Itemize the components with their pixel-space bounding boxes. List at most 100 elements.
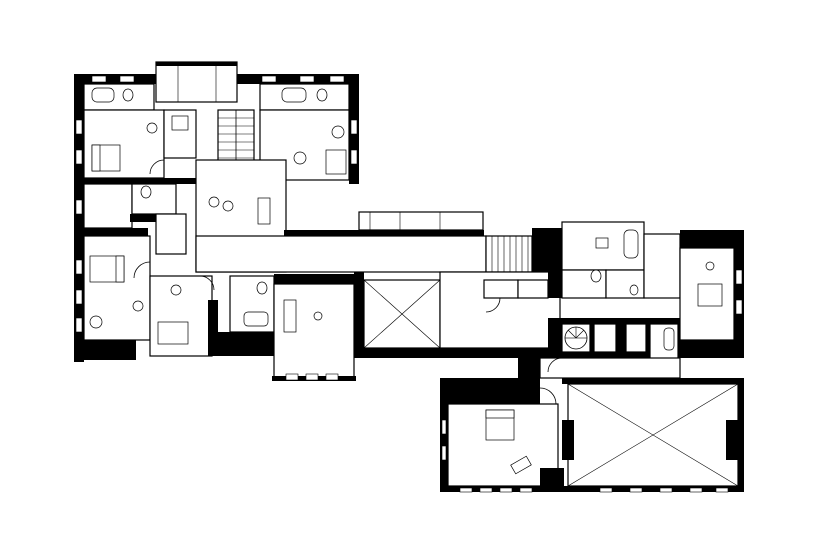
window-opening — [479, 487, 493, 493]
window-opening — [659, 487, 673, 493]
toilet-icon — [316, 88, 328, 102]
wall — [74, 74, 84, 362]
window-opening — [519, 487, 533, 493]
wall — [74, 178, 196, 184]
bed-icon — [325, 149, 347, 175]
closet-west — [83, 183, 133, 229]
bathtub-icon — [623, 229, 639, 259]
armchair-icon — [313, 311, 323, 321]
wall — [274, 274, 354, 284]
armchair-icon — [705, 261, 715, 271]
door-swing-icon — [133, 261, 151, 279]
wall — [74, 74, 156, 84]
wall — [726, 420, 738, 460]
wall — [540, 468, 564, 492]
toilet-icon — [256, 281, 268, 295]
console-table — [257, 197, 271, 225]
window-opening — [75, 317, 83, 333]
wall — [156, 62, 237, 66]
window-opening — [459, 487, 473, 493]
toilet-icon — [122, 88, 134, 102]
armchair-icon — [89, 315, 103, 329]
armchair-icon — [132, 300, 144, 312]
window-opening — [305, 373, 319, 381]
void-x-icon — [567, 383, 739, 487]
armchair-icon — [146, 122, 158, 134]
window-opening — [75, 149, 83, 165]
window-opening — [75, 119, 83, 135]
bathtub-icon — [91, 87, 115, 103]
bathroom-west — [131, 183, 177, 215]
gallery-north — [358, 211, 484, 231]
closet-east-2 — [517, 279, 549, 299]
window-openings — [75, 75, 743, 493]
wall — [284, 230, 484, 236]
wall — [532, 228, 548, 274]
window-opening — [599, 487, 613, 493]
wall — [734, 230, 744, 358]
wall — [738, 378, 744, 492]
bed-icon — [697, 283, 723, 307]
wall — [680, 230, 744, 248]
wall — [74, 340, 136, 360]
window-opening — [75, 199, 83, 215]
window-opening — [299, 75, 315, 83]
spiral-stair-icon — [564, 326, 588, 350]
armchair-icon — [170, 284, 182, 296]
wall — [440, 378, 540, 404]
toilet-icon — [629, 284, 639, 296]
window-opening — [441, 419, 447, 435]
door-swing-icon — [149, 159, 165, 175]
window-opening — [629, 487, 643, 493]
door-swing-icon — [539, 387, 557, 405]
sofa-icon — [283, 299, 297, 333]
dressing-room-nw — [163, 109, 197, 159]
armchair-icon — [331, 125, 345, 139]
window-opening — [261, 75, 277, 83]
powder-room — [605, 269, 645, 299]
closet-spiral-2 — [625, 323, 647, 353]
window-opening — [350, 149, 358, 165]
window-opening — [350, 119, 358, 135]
door-swing-icon — [199, 275, 215, 291]
window-opening — [715, 487, 729, 493]
toilet-icon — [590, 269, 602, 283]
toilet-icon — [140, 185, 152, 199]
wall — [562, 420, 574, 460]
bed-icon — [115, 255, 125, 283]
wall — [548, 228, 562, 298]
main-corridor — [195, 211, 561, 390]
bed-icon — [157, 321, 189, 345]
wall — [130, 214, 156, 222]
bathtub-icon — [243, 311, 269, 327]
sink-icon — [171, 115, 189, 131]
west-wing — [74, 61, 359, 381]
east-wing — [440, 221, 744, 492]
wall — [562, 486, 744, 492]
wall — [212, 332, 274, 356]
wall — [354, 348, 554, 358]
window-opening — [735, 269, 743, 285]
window-opening — [325, 373, 339, 381]
sink-icon — [595, 237, 609, 249]
wall — [680, 340, 744, 358]
door-swing-icon — [547, 357, 563, 373]
armchair-icon — [510, 455, 532, 475]
bay-window-north — [155, 61, 238, 103]
armchair-icon — [293, 151, 307, 165]
stair-east — [485, 235, 533, 273]
bathtub-icon — [663, 327, 675, 351]
bed-icon — [485, 409, 515, 419]
wall — [562, 378, 744, 384]
furniture-round — [208, 196, 220, 208]
furniture-round — [222, 200, 234, 212]
passage-south — [539, 357, 681, 379]
window-opening — [689, 487, 703, 493]
corridor — [195, 235, 487, 273]
window-opening — [91, 75, 107, 83]
window-opening — [499, 487, 513, 493]
closet-spiral — [593, 323, 617, 353]
window-opening — [329, 75, 345, 83]
